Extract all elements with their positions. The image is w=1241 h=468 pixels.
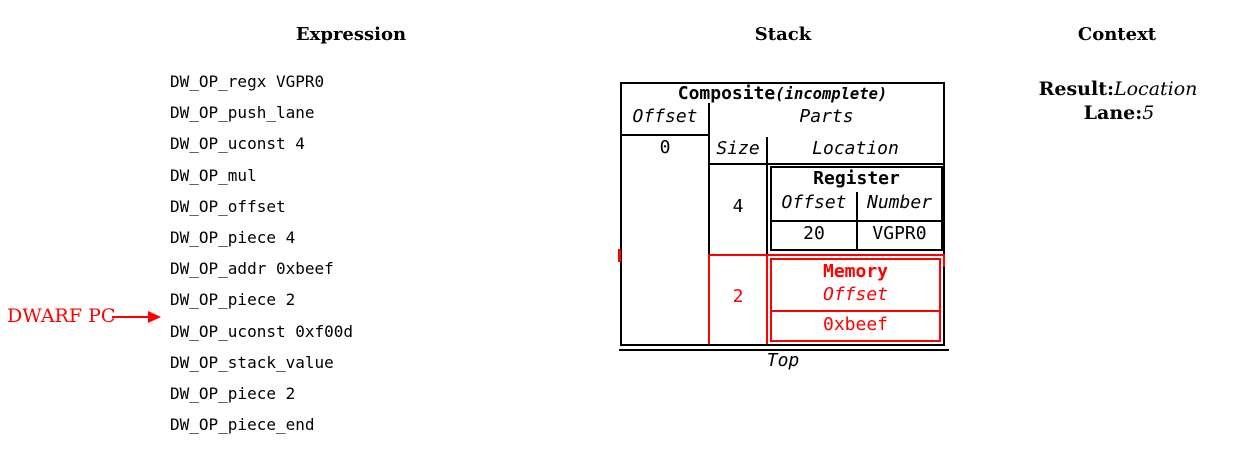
memory-title: Memory	[822, 261, 889, 282]
expression-op: DW_OP_stack_value	[170, 352, 334, 372]
memory-header-rule	[772, 310, 939, 312]
size-location-divider-highlight	[766, 256, 768, 344]
composite-title: Composite	[677, 83, 776, 104]
result-label: Result:	[1038, 78, 1114, 100]
part1-size-value: 4	[732, 196, 744, 217]
part2-top-rule-highlight	[708, 254, 945, 256]
part2-right-border-tick	[943, 256, 945, 267]
expression-column-title: Expression	[295, 24, 407, 45]
part2-left-border-tick	[618, 249, 621, 262]
expression-op: DW_OP_piece_end	[170, 415, 315, 435]
expression-op: DW_OP_piece 2	[170, 384, 296, 404]
composite-qualifier: (incomplete)	[775, 85, 888, 103]
lane-label: Lane:	[1083, 102, 1143, 124]
stack-column-title: Stack	[754, 24, 812, 45]
register-number-header: Number	[866, 192, 933, 213]
register-offset-value: 20	[803, 223, 825, 244]
size-header: Size	[716, 138, 760, 159]
context-column-title: Context	[1077, 24, 1157, 45]
dwarf-pc-arrow-icon	[148, 311, 161, 323]
parts-header: Parts	[799, 106, 854, 127]
composite-header: Composite(incomplete)	[622, 84, 943, 104]
register-title: Register	[813, 168, 900, 189]
lane-value: 5	[1142, 102, 1155, 124]
context-lane-line: Lane:5	[1084, 102, 1155, 124]
stack-composite-table: Composite(incomplete) Offset 0 Parts Siz…	[618, 82, 945, 346]
expression-op: DW_OP_mul	[170, 165, 257, 185]
expression-op-current: DW_OP_uconst 0xf00d	[170, 321, 354, 341]
expression-op: DW_OP_offset	[170, 196, 286, 216]
register-location-table: Register Offset Number 20 VGPR0	[770, 166, 943, 251]
register-number-value: VGPR0	[872, 223, 927, 244]
memory-offset-header: Offset	[822, 284, 889, 305]
stack-top-label: Top	[766, 350, 800, 371]
memory-location-table: Memory Offset 0xbeef	[770, 258, 941, 342]
dwarf-pc-label: DWARF PC	[7, 305, 116, 327]
size-location-divider	[766, 137, 768, 256]
stack-bottom-rule	[619, 349, 949, 351]
expression-op-list: DW_OP_regx VGPR0 DW_OP_push_lane DW_OP_u…	[170, 66, 353, 440]
register-header-rule	[772, 220, 941, 222]
expression-op: DW_OP_piece 4	[170, 228, 296, 248]
context-result-line: Result:Location	[1039, 78, 1198, 100]
composite-offset-header: Offset	[632, 106, 698, 127]
dwarf-pc-arrow-line	[112, 316, 148, 318]
offset-parts-divider-highlight	[708, 256, 710, 344]
expression-op: DW_OP_regx VGPR0	[170, 72, 325, 91]
memory-offset-value: 0xbeef	[822, 314, 889, 335]
result-value: Location	[1113, 78, 1198, 100]
offset-header-rule	[620, 134, 708, 136]
offset-parts-divider	[708, 103, 710, 256]
composite-offset-value: 0	[659, 137, 671, 158]
part2-size-value: 2	[732, 286, 744, 307]
expression-op: DW_OP_piece 2	[170, 290, 296, 310]
expression-op: DW_OP_uconst 4	[170, 134, 305, 154]
expression-op: DW_OP_addr 0xbeef	[170, 259, 334, 279]
location-header: Location	[812, 138, 899, 159]
register-offset-header: Offset	[781, 192, 847, 213]
parts-header-rule	[710, 163, 943, 165]
expression-op: DW_OP_push_lane	[170, 103, 315, 123]
